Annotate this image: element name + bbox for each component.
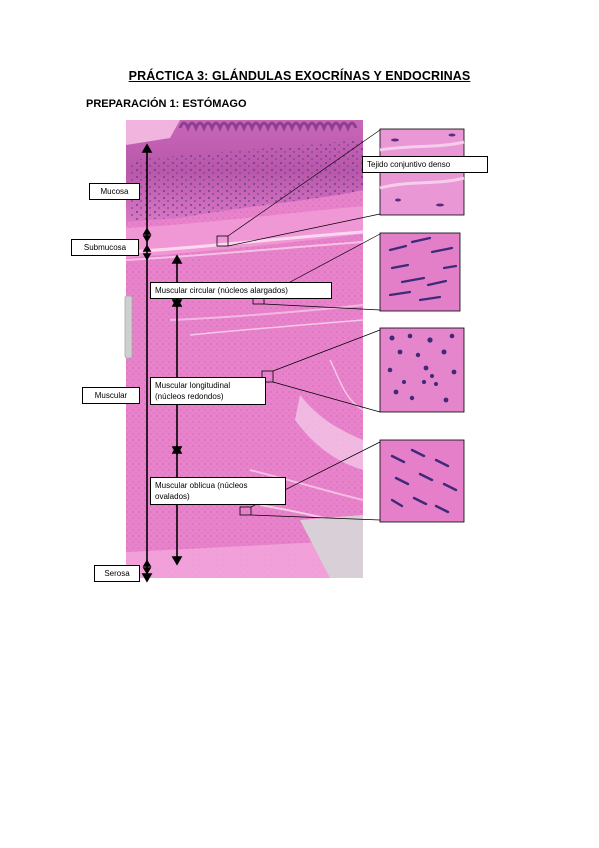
sample-markers [216, 235, 274, 516]
inset-circular-muscle [379, 232, 461, 312]
slide-scroll-handle [124, 295, 133, 359]
inset-oblique-muscle [379, 439, 465, 523]
callout-muscular-longitudinal: Muscular longitudinal (núcleos redondos) [150, 377, 266, 405]
callout-tejido-conjuntivo: Tejido conjuntivo denso [362, 156, 488, 173]
callout-muscular-circular: Muscular circular (núcleos alargados) [150, 282, 332, 299]
label-serosa: Serosa [94, 565, 140, 582]
callout-muscular-oblicua: Muscular oblicua (núcleos ovalados) [150, 477, 286, 505]
page-title: PRÁCTICA 3: GLÁNDULAS EXOCRÍNAS Y ENDOCR… [128, 69, 471, 83]
inset-longitudinal-muscle [379, 327, 465, 413]
layer-arrows [141, 143, 183, 583]
callout-lines [227, 129, 381, 521]
label-muscular: Muscular [82, 387, 140, 404]
label-submucosa: Submucosa [71, 239, 139, 256]
tissue-section [125, 120, 364, 578]
label-mucosa: Mucosa [89, 183, 140, 200]
section-heading: PREPARACIÓN 1: ESTÓMAGO [86, 98, 247, 110]
